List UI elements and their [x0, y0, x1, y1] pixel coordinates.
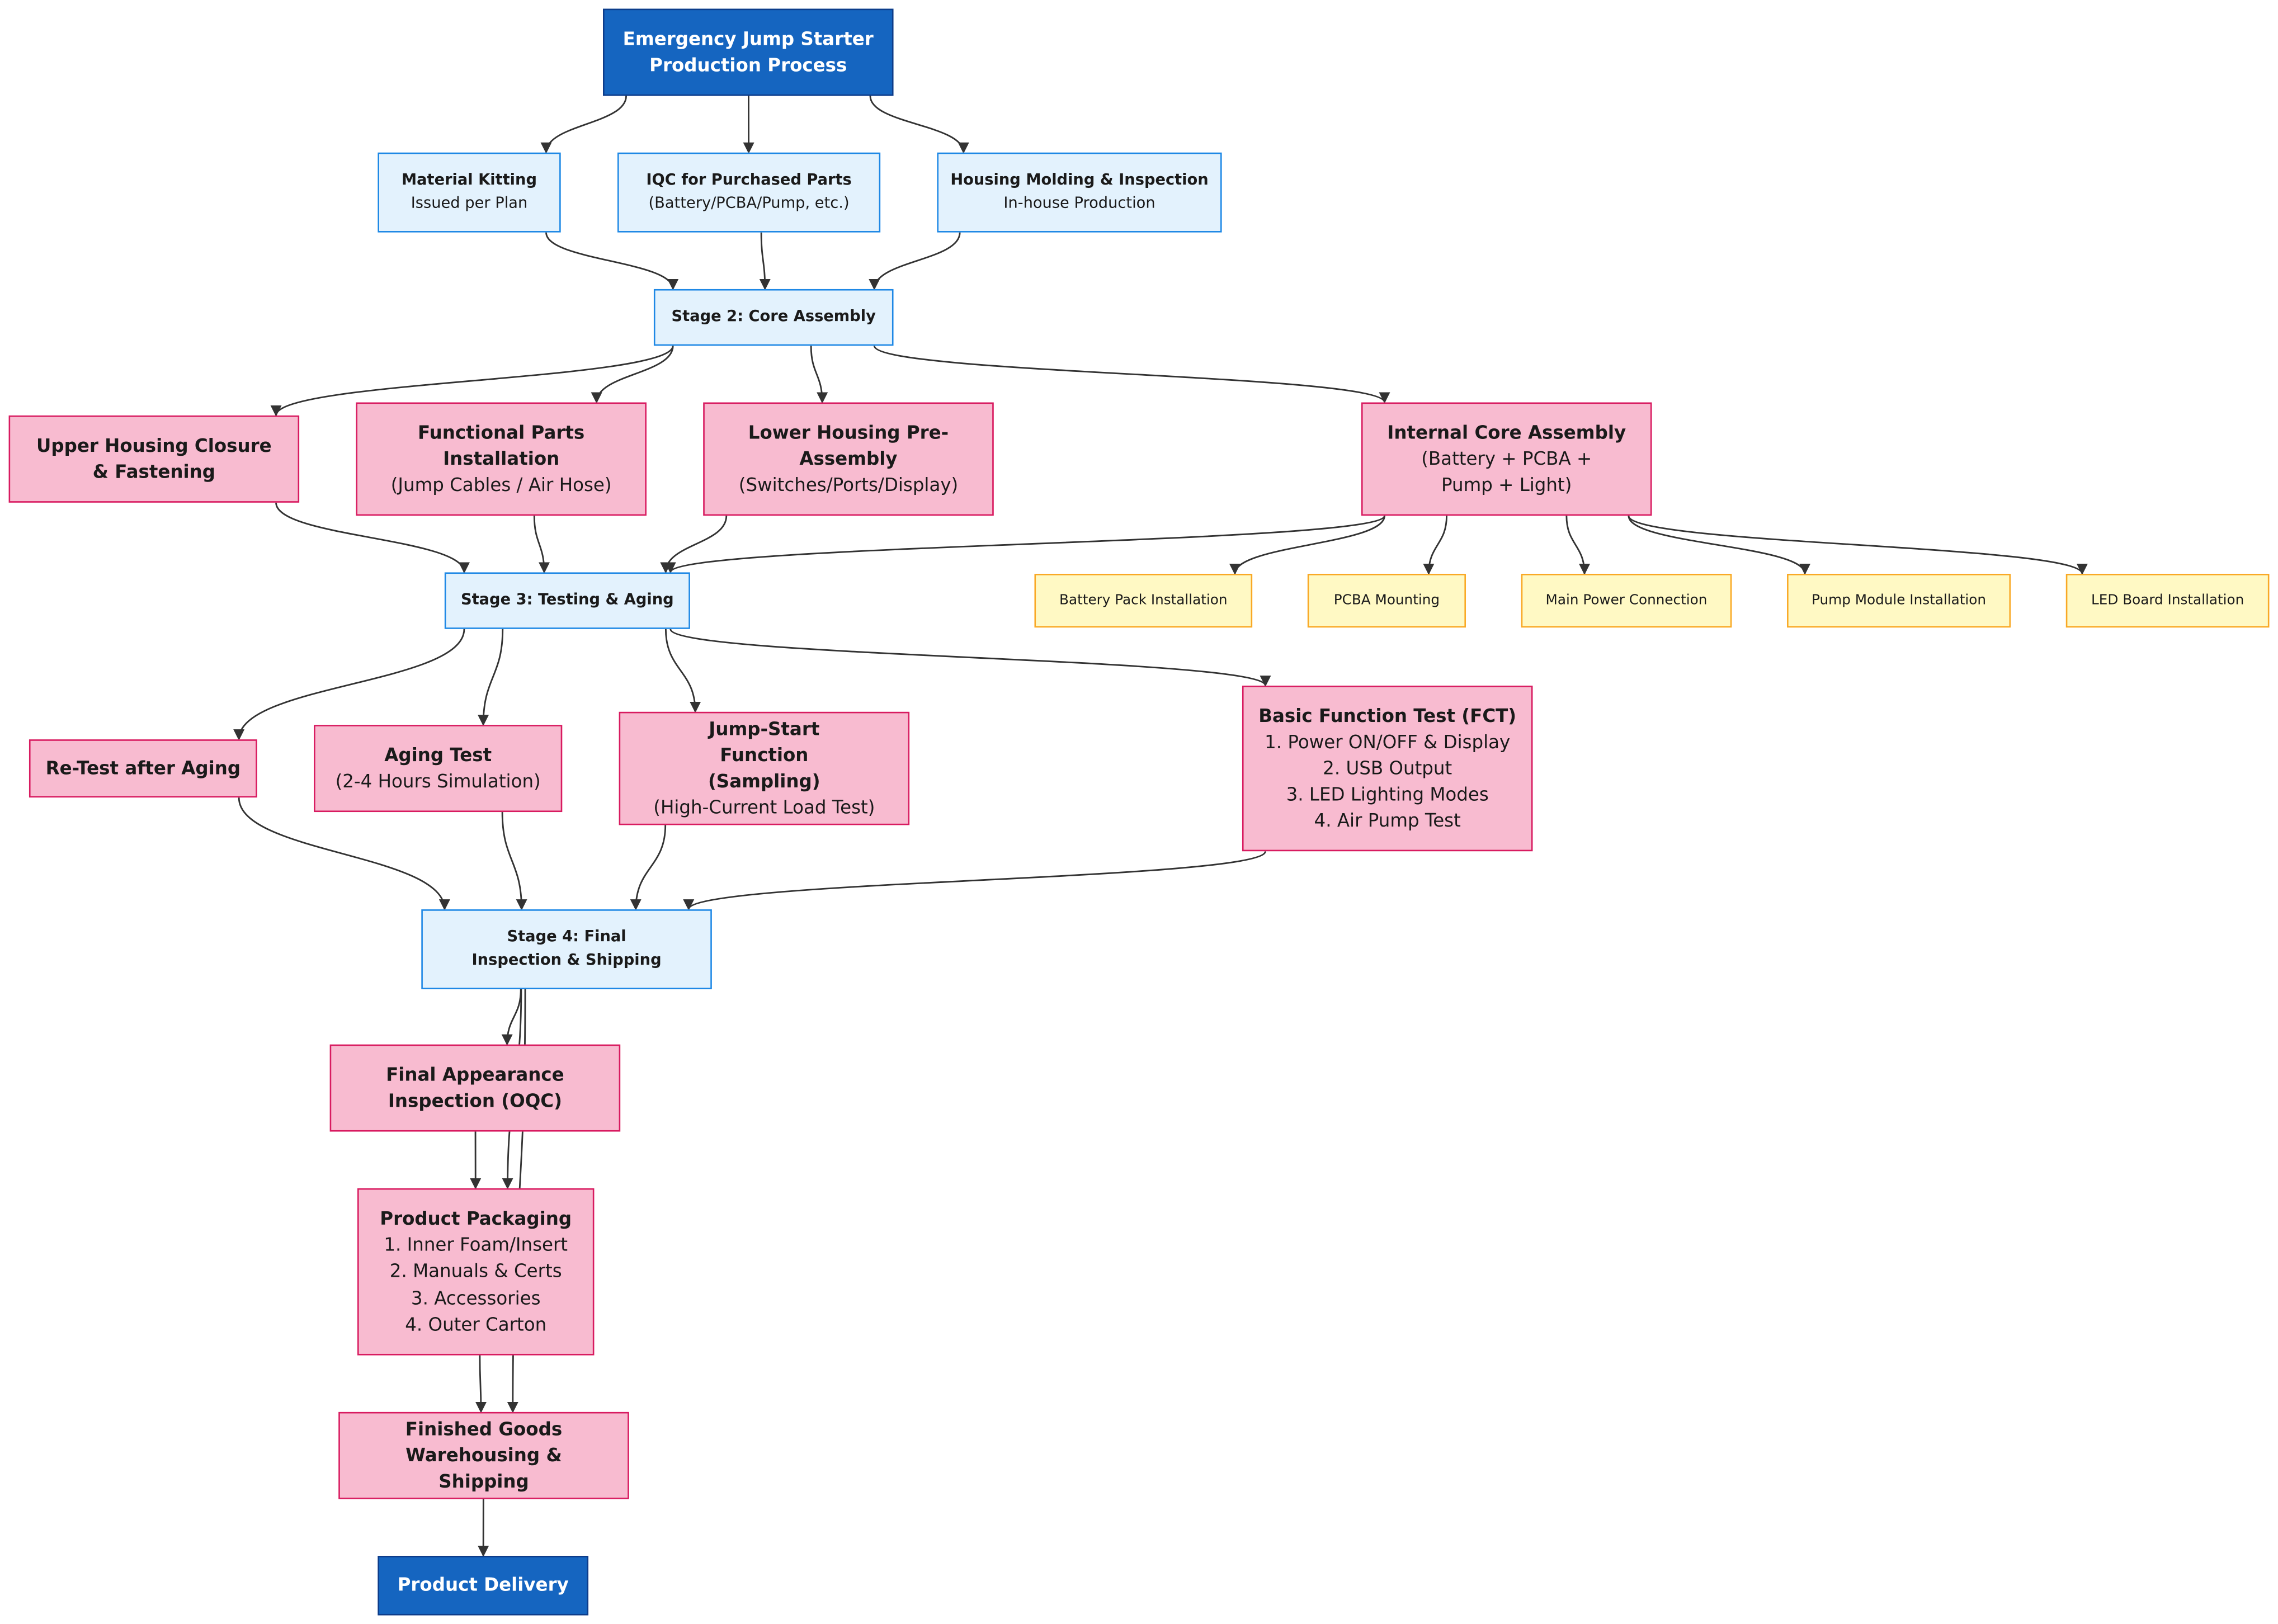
internal-core-node: Internal Core Assembly (Battery + PCBA +… — [1361, 402, 1652, 516]
edge-stage2-to-functional — [591, 346, 674, 404]
iqc-node: IQC for Purchased Parts (Battery/PCBA/Pu… — [617, 152, 881, 233]
edge-aging-to-stage4 — [501, 812, 527, 911]
fct-item-3: 3. LED Lighting Modes — [1286, 783, 1489, 805]
edge-packaging-to-warehouse — [475, 1355, 487, 1413]
pump-module-node: Pump Module Installation — [1787, 574, 2011, 628]
edge-internal-to-stage3 — [665, 515, 1385, 574]
led-board-node: LED Board Installation — [2065, 574, 2270, 628]
warehouse-node: Finished Goods Warehousing & Shipping — [338, 1411, 629, 1499]
functional-parts-title: Functional Parts Installation — [418, 421, 585, 469]
edge-retest-to-stage4 — [238, 797, 450, 911]
edge-stage4-to-oqc — [501, 989, 522, 1046]
pcba-mounting-node: PCBA Mounting — [1307, 574, 1466, 628]
edge-internal-to-pump — [1628, 515, 1810, 575]
stage-3-title: Stage 3: Testing & Aging — [460, 591, 674, 609]
edge-stage2-to-upper — [270, 345, 674, 417]
material-kitting-title: Material Kitting — [401, 172, 537, 190]
fct-item-2: 2. USB Output — [1323, 757, 1452, 779]
lower-housing-sub: (Switches/Ports/Display) — [738, 473, 959, 495]
packaging-title: Product Packaging — [380, 1207, 572, 1230]
oqc-title: Final Appearance Inspection (OQC) — [386, 1063, 564, 1112]
edge-stage3-to-jumpstart — [664, 629, 701, 713]
edge-housing-to-stage2 — [869, 232, 961, 290]
lower-housing-node: Lower Housing Pre-Assembly (Switches/Por… — [703, 402, 994, 516]
edge-internal-to-led — [1628, 515, 2088, 575]
edge-stage3-to-fct — [669, 629, 1271, 687]
start-node-line-2: Production Process — [649, 54, 847, 76]
start-node-line-1: Emergency Jump Starter — [622, 27, 874, 49]
housing-molding-title: Housing Molding & Inspection — [950, 172, 1209, 190]
internal-core-title: Internal Core Assembly — [1387, 421, 1626, 443]
stage-2-title: Stage 2: Core Assembly — [671, 308, 876, 325]
edge-stage2-to-internal — [873, 345, 1390, 404]
start-node: Emergency Jump Starter Production Proces… — [603, 8, 894, 96]
aging-test-node: Aging Test (2-4 Hours Simulation) — [314, 725, 563, 813]
product-delivery-title: Product Delivery — [397, 1574, 569, 1596]
housing-molding-node: Housing Molding & Inspection In-house Pr… — [937, 152, 1222, 233]
edge-jumpstart-to-stage4 — [630, 825, 667, 911]
stage-2-node: Stage 2: Core Assembly — [653, 289, 894, 346]
jump-start-sub: (High-Current Load Test) — [653, 796, 875, 818]
fct-title: Basic Function Test (FCT) — [1258, 704, 1517, 726]
battery-pack-node: Battery Pack Installation — [1034, 574, 1253, 628]
retest-title: Re-Test after Aging — [45, 757, 241, 779]
pump-module-title: Pump Module Installation — [1812, 592, 1987, 608]
edge-functional-to-stage3 — [533, 516, 550, 574]
main-power-node: Main Power Connection — [1521, 574, 1732, 628]
edge-internal-to-mainpower — [1565, 516, 1591, 575]
aging-test-sub: (2-4 Hours Simulation) — [335, 769, 541, 792]
material-kitting-node: Material Kitting Issued per Plan — [378, 152, 561, 233]
packaging-item-4: 4. Outer Carton — [405, 1313, 547, 1335]
jump-start-node: Jump-Start Function (Sampling) (High-Cur… — [619, 711, 910, 825]
led-board-title: LED Board Installation — [2091, 592, 2244, 608]
edge-internal-to-battery — [1229, 515, 1385, 575]
packaging-node: Product Packaging 1. Inner Foam/Insert 2… — [357, 1188, 595, 1356]
fct-node: Basic Function Test (FCT) 1. Power ON/OF… — [1242, 686, 1533, 852]
pcba-mounting-title: PCBA Mounting — [1333, 592, 1440, 608]
upper-housing-title: Upper Housing Closure & Fastening — [36, 434, 272, 483]
functional-parts-sub: (Jump Cables / Air Hose) — [390, 473, 612, 495]
internal-core-sub: (Battery + PCBA + Pump + Light) — [1421, 447, 1592, 495]
packaging-item-3: 3. Accessories — [411, 1286, 541, 1309]
product-delivery-node: Product Delivery — [378, 1556, 589, 1616]
stage-4-title: Stage 4: Final Inspection & Shipping — [471, 928, 662, 969]
retest-node: Re-Test after Aging — [29, 739, 257, 798]
packaging-item-1: 1. Inner Foam/Insert — [384, 1234, 568, 1256]
edge-stage3-to-aging — [478, 629, 504, 726]
iqc-title: IQC for Purchased Parts — [646, 172, 852, 190]
packaging-item-2: 2. Manuals & Certs — [389, 1260, 562, 1282]
edge-stage2-to-lower — [810, 346, 828, 404]
iqc-sub: (Battery/PCBA/Pump, etc.) — [648, 193, 850, 211]
fct-item-1: 1. Power ON/OFF & Display — [1265, 730, 1511, 753]
aging-test-title: Aging Test — [384, 743, 492, 766]
main-power-title: Main Power Connection — [1545, 592, 1708, 608]
oqc-node: Final Appearance Inspection (OQC) — [329, 1044, 621, 1132]
edge-iqc-to-stage2 — [759, 232, 771, 290]
edge-start-to-kitting — [540, 96, 627, 154]
edge-upper-to-stage3 — [275, 502, 470, 574]
fct-item-4: 4. Air Pump Test — [1314, 809, 1461, 832]
warehouse-title: Finished Goods Warehousing & Shipping — [405, 1417, 563, 1492]
edge-start-to-housing — [869, 96, 969, 154]
jump-start-title: Jump-Start Function (Sampling) — [708, 717, 820, 792]
lower-housing-title: Lower Housing Pre-Assembly — [748, 421, 949, 469]
edge-stage3-to-retest — [233, 629, 465, 741]
battery-pack-title: Battery Pack Installation — [1059, 592, 1228, 608]
functional-parts-node: Functional Parts Installation (Jump Cabl… — [356, 402, 647, 516]
upper-housing-node: Upper Housing Closure & Fastening — [8, 415, 300, 503]
stage-3-node: Stage 3: Testing & Aging — [444, 572, 690, 629]
material-kitting-sub: Issued per Plan — [411, 193, 528, 211]
edge-internal-to-pcba — [1423, 516, 1447, 575]
housing-molding-sub: In-house Production — [1003, 193, 1155, 211]
edge-kitting-to-stage2 — [545, 232, 679, 290]
edge-fct-to-stage4 — [683, 851, 1266, 911]
stage-4-node: Stage 4: Final Inspection & Shipping — [421, 909, 712, 989]
